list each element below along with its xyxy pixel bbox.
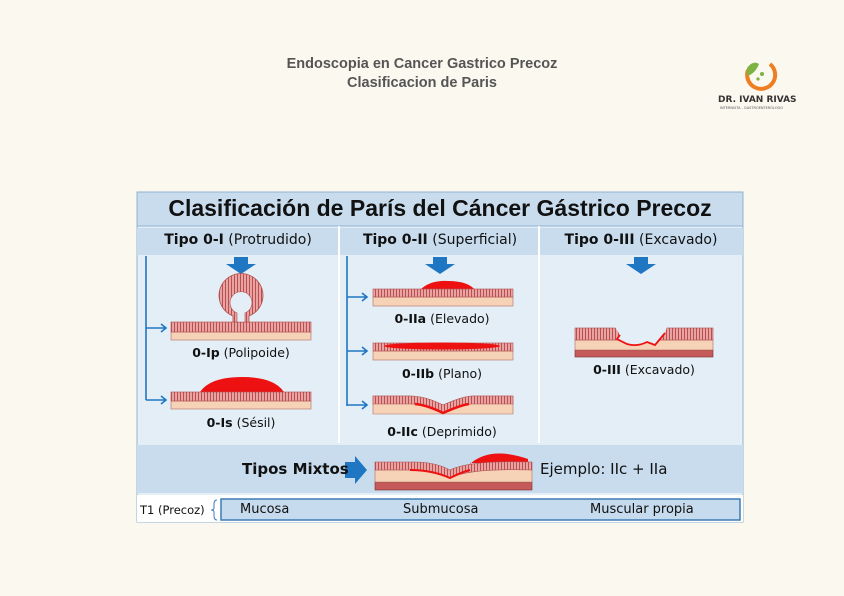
label-0-IIa: 0-IIa (Elevado): [394, 311, 490, 326]
layer-mucosa: Mucosa: [240, 502, 290, 517]
layer-muscular-propia: Muscular propia: [590, 502, 694, 517]
type-desc: (Protrudido): [228, 232, 312, 248]
logo-name: DR. IVAN RIVAS: [718, 95, 797, 105]
type-code: Tipo 0-III: [564, 232, 635, 248]
mixed-types-label: Tipos Mixtos: [242, 460, 349, 478]
label-0-III: 0-III (Excavado): [593, 362, 695, 377]
type-code: Tipo 0-II: [362, 232, 428, 248]
label-0-Ip: 0-Ip (Polipoide): [192, 345, 290, 360]
logo-icon: [745, 62, 778, 91]
type-desc: (Excavado): [639, 232, 718, 248]
layer-submucosa: Submucosa: [403, 502, 479, 517]
logo-subtitle: INTERNISTA - GASTROENTERÓLOGO: [720, 106, 784, 110]
column-header-0-I: Tipo 0-I (Protrudido): [164, 232, 312, 248]
label-0-Is: 0-Is (Sésil): [206, 415, 276, 430]
slide-title-line1: Endoscopia en Cancer Gastrico Precoz: [286, 56, 558, 72]
t1-label: T1 (Precoz): [140, 503, 205, 517]
arrow-down-icon: [226, 257, 656, 484]
label-0-IIc: 0-IIc (Deprimido): [387, 424, 497, 439]
diagram-title: Clasificación de París del Cáncer Gástri…: [168, 195, 712, 221]
column-header-0-III: Tipo 0-III (Excavado): [565, 232, 718, 248]
slide-title-line2: Clasificacion de Paris: [347, 75, 497, 91]
mixed-example: Ejemplo: IIc + IIa: [540, 460, 668, 478]
type-code: Tipo 0-I: [164, 232, 224, 248]
type-desc: (Superficial): [432, 232, 518, 248]
label-0-IIb: 0-IIb (Plano): [401, 366, 483, 381]
column-header-0-II: Tipo 0-II (Superficial): [363, 232, 517, 248]
